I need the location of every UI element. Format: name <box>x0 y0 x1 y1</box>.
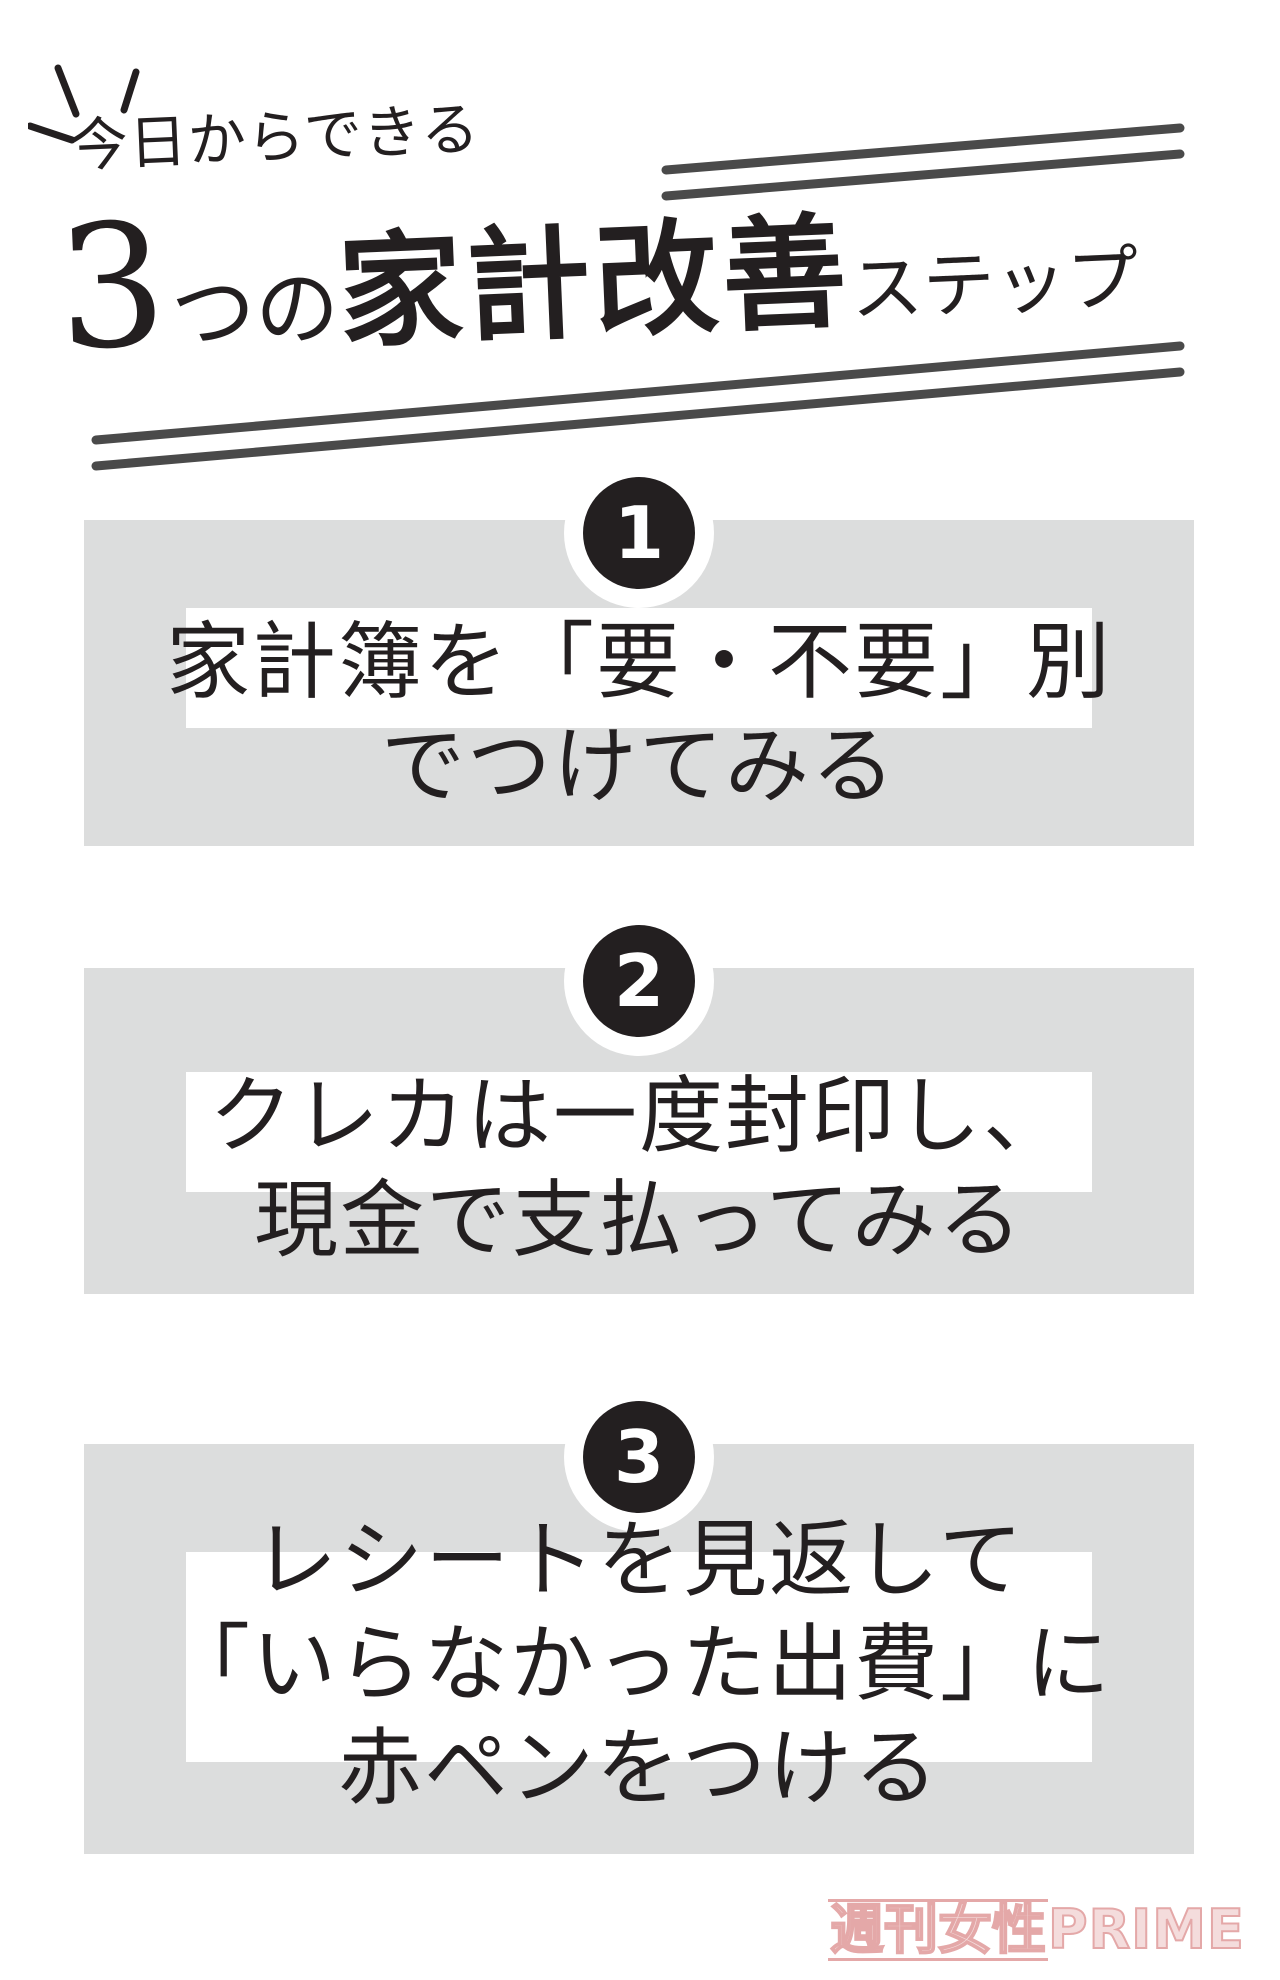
step-2-line-2: 現金で支払ってみる <box>254 1171 1024 1269</box>
watermark-brand-jp: 週刊女性 <box>828 1898 1048 1961</box>
step-number-3: 3 <box>583 1401 695 1513</box>
brand-watermark: 週刊女性PRIME <box>828 1897 1248 1962</box>
step-card-3: 3 レシートを見返して 「いらなかった出費」に 赤ペンをつける <box>84 1382 1194 1854</box>
step-text-band-1 <box>186 608 1092 728</box>
step-1-line-2: でつけてみる <box>380 717 897 815</box>
step-badge-1: 1 <box>564 458 714 608</box>
step-3-line-3: 赤ペンをつける <box>337 1719 940 1817</box>
step-card-1: 1 家計簿を「要・不要」別 でつけてみる <box>84 458 1194 846</box>
watermark-brand-en: PRIME <box>1047 1897 1245 1962</box>
step-text-band-3 <box>186 1552 1092 1762</box>
title-suffix: ステップ <box>849 235 1141 332</box>
step-3-line-1: レシートを見返して <box>253 1511 1025 1609</box>
step-text-3: レシートを見返して 「いらなかった出費」に 赤ペンをつける <box>84 1508 1194 1820</box>
step-number-1: 1 <box>583 477 695 589</box>
under-title-stripes <box>91 341 1185 471</box>
step-number-2: 2 <box>583 925 695 1037</box>
step-text-1: 家計簿を「要・不要」別 でつけてみる <box>84 610 1194 818</box>
title-main: 家計改善 <box>335 200 854 367</box>
top-right-stripes <box>661 123 1185 201</box>
step-2-line-1: クレカは一度封印し、 <box>208 1067 1069 1165</box>
step-1-line-1: 家計簿を「要・不要」別 <box>165 613 1112 711</box>
step-text-2: クレカは一度封印し、 現金で支払ってみる <box>84 1064 1194 1272</box>
step-3-line-2: 「いらなかった出費」に <box>165 1615 1112 1713</box>
header-stripes <box>91 123 1185 471</box>
step-text-band-2 <box>186 1072 1092 1192</box>
step-badge-2: 2 <box>564 906 714 1056</box>
step-badge-3: 3 <box>564 1382 714 1532</box>
step-card-2: 2 クレカは一度封印し、 現金で支払ってみる <box>84 906 1194 1294</box>
sparkle-lines-icon <box>28 64 140 144</box>
title-tsuno: つの <box>169 258 342 364</box>
title-number: 3 <box>53 186 171 389</box>
